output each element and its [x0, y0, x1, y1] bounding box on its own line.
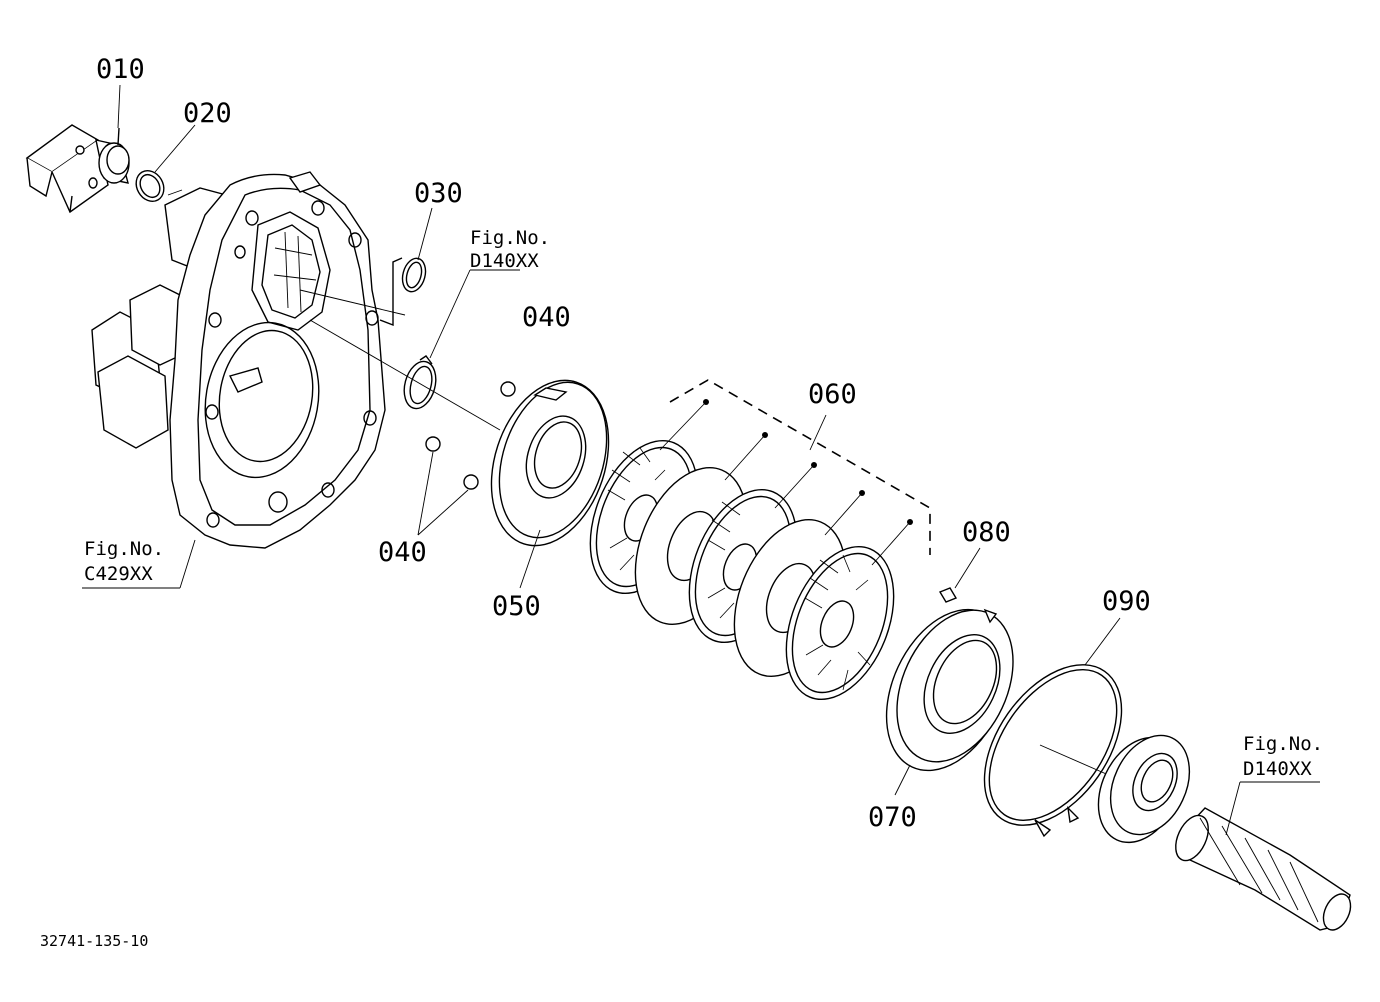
label-080: 080 — [962, 517, 1011, 548]
label-010: 010 — [96, 54, 145, 85]
fig-ref-3-line1[interactable]: Fig.No. — [1243, 733, 1323, 755]
label-030: 030 — [414, 178, 463, 209]
label-040-upper: 040 — [522, 302, 571, 333]
fig-ref-3-line2[interactable]: D140XX — [1243, 758, 1312, 780]
fig-ref-1-line1[interactable]: Fig.No. — [470, 227, 550, 249]
part-070-pressure-plate[interactable] — [862, 590, 1036, 791]
figure-references: Fig.No. D140XX Fig.No. C429XX Fig.No. D1… — [84, 227, 1323, 780]
part-010-pin[interactable] — [25, 124, 130, 214]
label-leaders — [82, 84, 1320, 836]
part-labels: 010 020 030 040 040 050 060 070 080 090 — [96, 54, 1151, 833]
label-070: 070 — [868, 802, 917, 833]
part-060-friction-discs[interactable] — [570, 379, 931, 715]
fig-ref-2-line2[interactable]: C429XX — [84, 563, 153, 585]
part-090-snap-ring[interactable] — [956, 640, 1149, 851]
label-050: 050 — [492, 591, 541, 622]
label-040-lower: 040 — [378, 537, 427, 568]
label-020: 020 — [183, 98, 232, 129]
ball-bearing[interactable] — [1082, 723, 1204, 856]
part-040-balls[interactable] — [425, 381, 516, 490]
circlip[interactable] — [399, 355, 440, 412]
label-090: 090 — [1102, 586, 1151, 617]
part-080-pin[interactable] — [938, 587, 958, 603]
part-020-o-ring[interactable] — [131, 166, 170, 207]
splined-shaft[interactable] — [1169, 807, 1356, 934]
housing-case[interactable] — [91, 171, 386, 549]
fig-ref-1-line2[interactable]: D140XX — [470, 250, 539, 272]
part-050-cam-plate[interactable] — [471, 365, 628, 561]
drawing-code: 32741-135-10 — [40, 932, 148, 950]
label-060: 060 — [808, 379, 857, 410]
fig-ref-2-line1[interactable]: Fig.No. — [84, 538, 164, 560]
